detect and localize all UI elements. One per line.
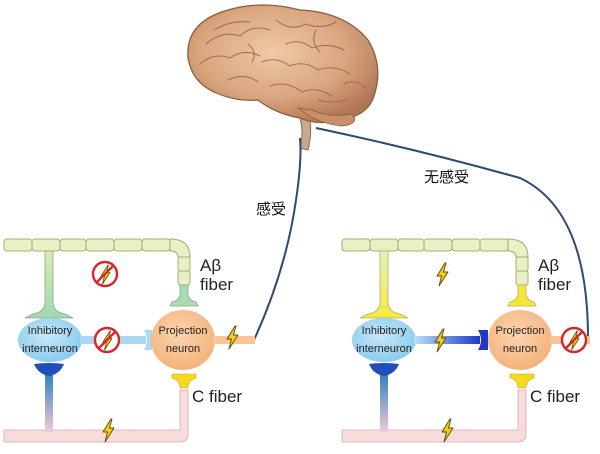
abeta-branch-left [24,250,74,319]
pathway-line-perceived [253,137,302,341]
lightning-icon [226,325,239,350]
lightning-icon [436,262,449,287]
inhibitory-label-right-1: Inhibitory [362,325,407,337]
c-fiber-label-right: C fiber [530,387,580,406]
inhibitory-axon-terminal-left [144,330,152,350]
right-circuit: Inhibitory interneuron Projection neuron… [341,238,590,443]
projection-neuron-left [151,310,215,370]
c-terminal-right [509,373,535,389]
abeta-terminal-right [507,284,537,307]
inhibitory-interneuron-left [18,318,82,362]
inhibitory-stem-left [45,372,53,432]
brain-illustration [187,4,379,151]
c-fiber-right [341,389,527,443]
projection-label-left-1: Projection [159,325,208,337]
inhibitory-axon-terminal-right [478,330,488,350]
projection-label-right-1: Projection [496,325,545,337]
abeta-branch-right [359,250,409,319]
label-not-perceived: 无感受 [424,168,469,186]
blocked-lightning-icon [93,326,121,354]
blocked-lightning-icon [91,260,119,288]
label-perceived: 感受 [256,200,286,218]
inhibitory-interneuron-right [352,318,416,362]
pathway-line-not-perceived [315,127,589,339]
projection-neuron-right [488,310,552,370]
inhibitory-terminal-left [34,363,64,376]
c-fiber-left [3,389,189,443]
abeta-fiber-right [341,238,529,286]
abeta-label-right-1: Aβ [538,256,559,275]
inhibitory-label-left-2: interneuron [22,343,78,355]
projection-label-left-2: neuron [166,343,200,355]
c-terminal-left [171,373,197,389]
left-circuit: Inhibitory interneuron Projection neuron… [3,238,255,443]
c-fiber-label-left: C fiber [192,387,242,406]
lightning-icon [434,328,447,353]
inhibitory-stem-right [380,372,388,432]
inhibitory-axon-right [414,336,480,344]
inhibitory-label-right-2: interneuron [356,343,412,355]
abeta-label-left-1: Aβ [200,256,221,275]
inhibitory-label-left-1: Inhibitory [28,325,73,337]
abeta-label-left-2: fiber [200,275,233,294]
projection-label-right-2: neuron [503,343,537,355]
abeta-fiber-left [3,238,191,286]
abeta-terminal-left [169,284,199,307]
inhibitory-terminal-right [369,363,399,376]
blocked-lightning-icon [560,326,588,354]
abeta-label-right-2: fiber [538,275,571,294]
